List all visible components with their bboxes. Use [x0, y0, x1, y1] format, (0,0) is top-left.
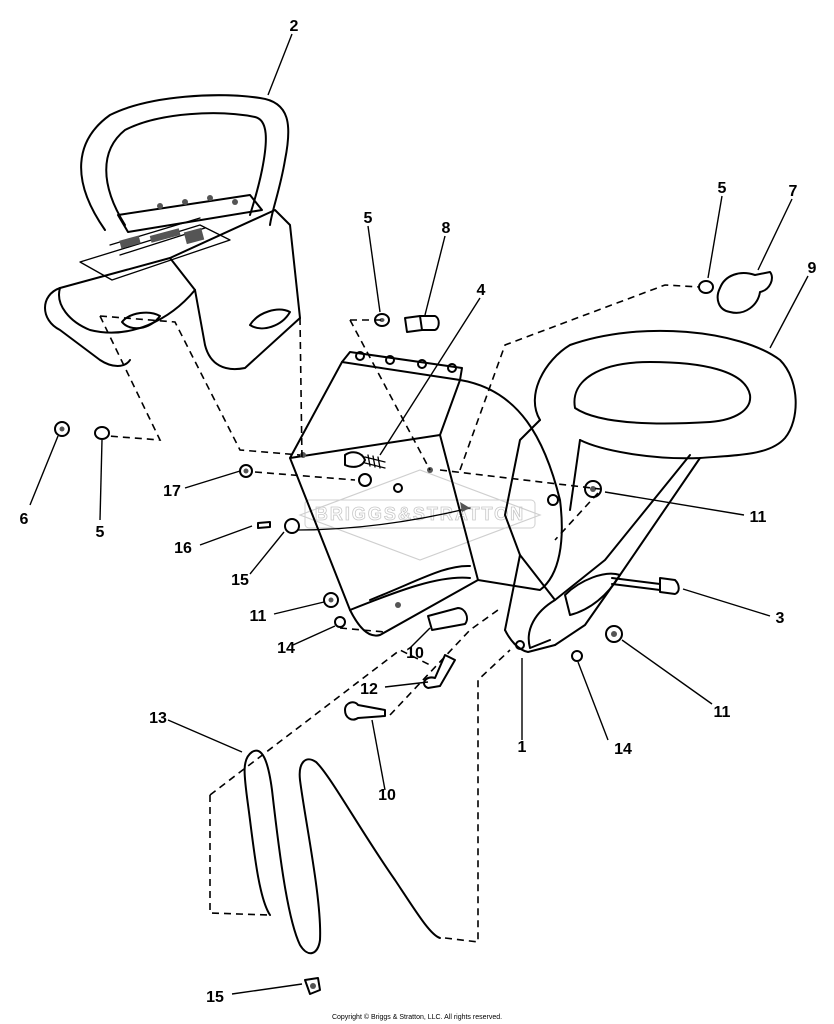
callout-16: 16	[174, 540, 192, 557]
callout-9: 9	[808, 260, 817, 277]
callout-5: 5	[364, 210, 373, 227]
callout-11: 11	[250, 608, 267, 625]
callout-10: 10	[378, 787, 396, 804]
callout-5: 5	[96, 524, 105, 541]
callout-14: 14	[277, 640, 295, 657]
callout-12: 12	[360, 681, 378, 698]
callout-numbers: 2 5 8 4 5 7 9 6 5 17 16 15 11 11 3 14 10…	[20, 18, 817, 1006]
control-panel-handle	[44, 94, 301, 370]
callout-3: 3	[776, 610, 785, 627]
callout-11: 11	[714, 704, 731, 721]
upper-handle	[504, 329, 797, 653]
cable-clip	[304, 977, 321, 995]
callout-4: 4	[477, 282, 486, 299]
hardware-parts	[54, 271, 773, 721]
watermark-text: BRIGGS&STRATTON	[315, 504, 525, 524]
callout-14: 14	[614, 741, 632, 758]
callout-leaders	[29, 33, 809, 995]
assembly-dashed-lines	[99, 284, 701, 943]
callout-5: 5	[718, 180, 727, 197]
callout-17: 17	[163, 483, 181, 500]
callout-11: 11	[750, 509, 767, 526]
brand-watermark: BRIGGS&STRATTON	[298, 469, 542, 561]
copyright-notice: Copyright © Briggs & Stratton, LLC. All …	[331, 1014, 503, 1021]
callout-2: 2	[290, 18, 299, 35]
callout-13: 13	[149, 710, 167, 727]
callout-8: 8	[442, 220, 451, 237]
callout-7: 7	[789, 183, 798, 200]
callout-15: 15	[206, 989, 224, 1006]
callout-10: 10	[406, 645, 424, 662]
chute-control-cable	[243, 749, 441, 955]
discharge-chute-bracket	[289, 351, 563, 637]
callout-1: 1	[518, 739, 527, 756]
callout-15: 15	[231, 572, 249, 589]
callout-6: 6	[20, 511, 29, 528]
